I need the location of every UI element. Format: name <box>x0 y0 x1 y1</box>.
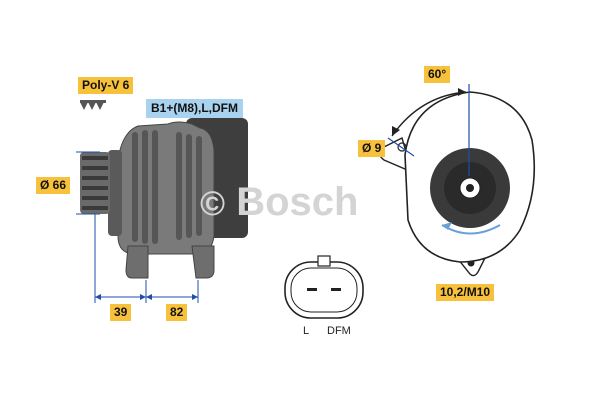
angle-arc <box>391 91 467 137</box>
brand-watermark: © Bosch <box>200 182 358 224</box>
hole-diameter-label: Ø 9 <box>358 140 386 157</box>
mounting-foot-rear <box>191 245 215 279</box>
mounting-foot-front <box>125 245 149 279</box>
belt-type-label: Poly-V 6 <box>78 77 134 94</box>
pulley-bore <box>466 184 474 192</box>
alternator-front-view <box>378 84 536 277</box>
terminals-label: B1+(M8),L,DFM <box>146 99 243 118</box>
dimension-39-label: 39 <box>110 304 132 321</box>
connector-plug <box>284 255 364 319</box>
front-flange <box>108 150 122 236</box>
pin-l-label: L <box>303 325 310 337</box>
side-dimension-arrows <box>95 294 198 300</box>
pulley <box>80 152 110 214</box>
connector-latch <box>317 255 331 267</box>
copyright-symbol: © <box>200 185 226 223</box>
side-dimensions <box>76 151 199 303</box>
pulley-diameter-label: Ø 66 <box>36 177 71 194</box>
pin-dfm-contact <box>331 288 341 291</box>
brand-name: Bosch <box>236 180 359 224</box>
angle-line-oblique <box>387 137 415 157</box>
alternator-side-view <box>80 100 248 279</box>
mount-spec-label: 10,2/M10 <box>436 284 495 301</box>
pin-l-contact <box>307 288 317 291</box>
angle-label: 60° <box>424 66 451 83</box>
poly-v-icon <box>80 100 106 110</box>
body-ribs <box>132 130 202 244</box>
dimension-82-label: 82 <box>166 304 188 321</box>
pin-dfm-label: DFM <box>327 325 351 337</box>
